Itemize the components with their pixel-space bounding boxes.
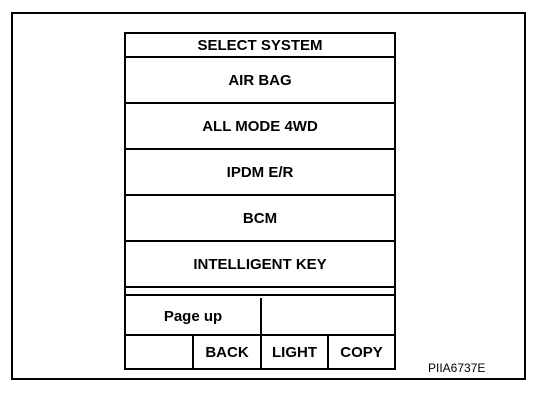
divider-row xyxy=(126,288,394,296)
screen-title: SELECT SYSTEM xyxy=(126,34,394,58)
figure-frame xyxy=(11,12,526,380)
copy-button[interactable]: COPY xyxy=(340,343,383,361)
empty-button-slot-top xyxy=(262,298,394,336)
menu-item-intelligent-key[interactable]: INTELLIGENT KEY xyxy=(126,242,394,288)
menu-item-ipdm-er[interactable]: IPDM E/R xyxy=(126,150,394,196)
light-button[interactable]: LIGHT xyxy=(262,336,329,368)
empty-button-slot-bottom xyxy=(126,336,194,368)
menu-item-all-mode-4wd[interactable]: ALL MODE 4WD xyxy=(126,104,394,150)
menu-item-air-bag[interactable]: AIR BAG xyxy=(126,58,394,104)
menu-item-bcm[interactable]: BCM xyxy=(126,196,394,242)
page-up-button[interactable]: Page up xyxy=(126,298,262,336)
select-system-screen: SELECT SYSTEM AIR BAG ALL MODE 4WD IPDM … xyxy=(124,32,396,370)
figure-code: PIIA6737E xyxy=(428,361,486,375)
back-button[interactable]: BACK xyxy=(194,336,262,368)
